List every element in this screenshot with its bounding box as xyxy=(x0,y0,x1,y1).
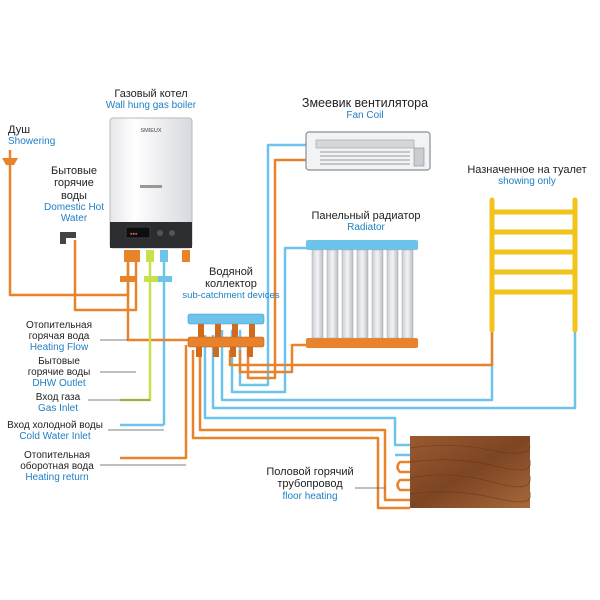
tap-icon xyxy=(60,232,76,244)
heating-flow-label-en: Heating Flow xyxy=(29,342,89,354)
towel-label-en: showing only xyxy=(498,176,556,188)
gas-inlet-label-ru: Вход газа xyxy=(35,392,81,403)
radiator-label-ru: Панельный радиатор xyxy=(311,210,421,222)
radiator-label-en: Radiator xyxy=(347,222,385,234)
towel-label-ru: Назначенное на туалет xyxy=(467,164,587,176)
collector-label-en: sub-catchment devices xyxy=(182,289,280,301)
water-collector xyxy=(187,313,265,357)
dhw-label-ru: Бытовые горячие воды xyxy=(50,165,98,202)
dhw-outlet-label-ru: Бытовые горячие воды xyxy=(27,356,91,379)
towel-rail xyxy=(489,197,578,333)
svg-text:▪▪▪: ▪▪▪ xyxy=(130,231,138,238)
heating-flow-label-ru: Отопительная горячая вода xyxy=(25,320,93,343)
leader-lines xyxy=(88,339,385,489)
heating-flow-label: Отопительная горячая вода Heating Flow xyxy=(18,320,100,354)
collector-label: Водяной коллектор sub-catchment devices xyxy=(172,266,290,301)
gas-boiler: ▪▪▪ SMIEUX xyxy=(109,117,193,249)
radiator-label: Панельный радиатор Radiator xyxy=(296,210,436,234)
dhw-label-en: Domestic Hot Water xyxy=(43,201,104,225)
boiler-brand-text: SMIEUX xyxy=(140,128,161,134)
floor-heating-label: Половой горячий трубопровод floor heatin… xyxy=(258,466,362,502)
shower-label-ru: Душ xyxy=(8,124,31,136)
heating-return-label-en: Heating return xyxy=(25,472,89,484)
dhw-outlet-label: Бытовые горячие воды DHW Outlet xyxy=(18,356,100,390)
gas-inlet-label-en: Gas Inlet xyxy=(37,403,79,415)
fancoil-label: Змеевик вентилятора Fan Coil xyxy=(290,96,440,121)
shower-head-icon xyxy=(2,150,18,165)
wood-floor xyxy=(409,436,531,508)
dhw-label: Бытовые горячие воды Domestic Hot Water xyxy=(36,165,112,224)
cold-inlet-label-en: Cold Water Inlet xyxy=(19,431,91,443)
panel-radiator xyxy=(306,240,418,348)
dhw-outlet-label-en: DHW Outlet xyxy=(32,378,86,390)
cold-pipes xyxy=(120,143,577,457)
boiler-label-ru: Газовый котел xyxy=(114,88,188,100)
boiler-label-en: Wall hung gas boiler xyxy=(105,100,197,112)
fancoil-label-ru: Змеевик вентилятора xyxy=(301,96,429,110)
shower-label-en: Showering xyxy=(8,136,56,148)
shower-label: Душ Showering xyxy=(8,124,55,148)
floor-heating-label-ru: Половой горячий трубопровод xyxy=(266,466,354,491)
heating-return-label-ru: Отопительная оборотная вода xyxy=(20,450,94,473)
boiler-valves xyxy=(120,250,190,282)
cold-inlet-label: Вход холодной воды Cold Water Inlet xyxy=(2,420,108,442)
gas-inlet-label: Вход газа Gas Inlet xyxy=(28,392,88,414)
towel-label: Назначенное на туалет showing only xyxy=(460,164,594,188)
heating-return-label: Отопительная оборотная вода Heating retu… xyxy=(12,450,102,484)
cold-inlet-label-ru: Вход холодной воды xyxy=(7,420,103,431)
collector-label-ru: Водяной коллектор xyxy=(205,266,257,291)
fancoil-label-en: Fan Coil xyxy=(346,110,384,121)
fan-coil-unit xyxy=(305,131,431,171)
boiler-label: Газовый котел Wall hung gas boiler xyxy=(96,88,206,112)
floor-heating-label-en: floor heating xyxy=(282,490,338,502)
